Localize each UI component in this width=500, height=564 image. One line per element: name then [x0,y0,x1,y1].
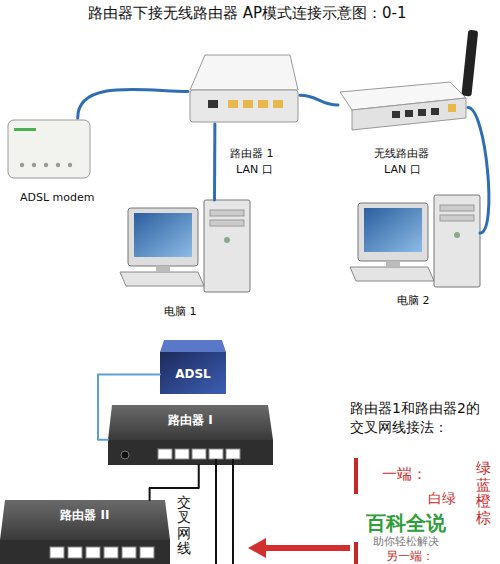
device-node: 电脑 1 [120,200,255,300]
lan-port [405,110,413,117]
device-node: ADSL modem [8,118,90,180]
device-label: 路由器 I [108,414,273,428]
port [86,547,100,558]
computer [350,195,480,287]
port [175,449,189,459]
power-jack [121,451,129,459]
pointer-arrow [262,545,350,551]
lan-port [431,108,439,115]
modem-led [56,163,60,167]
device-label: 电脑 2 [397,295,430,308]
network-cable [232,459,234,564]
wireless-router-front [352,98,466,130]
device-label: LAN 口 [236,164,273,177]
port [68,547,82,558]
modem-logo [14,128,36,131]
port [209,449,223,459]
note-text: 交叉网线接法： [350,419,448,435]
lan-port [228,100,238,108]
port [122,547,136,558]
modem-led [44,163,48,167]
port [140,547,154,558]
lan-port [392,111,400,118]
device-label: ADSL [160,368,226,382]
device-label: 电脑 1 [164,306,197,319]
modem-body [8,120,90,178]
device-label: ADSL modem [20,192,95,205]
note-text: 另一端： [386,550,434,563]
port [50,547,64,558]
cable-label: 交叉网线 [177,495,191,557]
router-front [190,90,298,122]
adsl-front [160,352,226,394]
lan-port [243,100,253,108]
device-node: ADSL [160,338,226,394]
red-bar [354,542,358,564]
wan-port [208,100,218,108]
note-text: 路由器1和路由器2的 [350,400,480,416]
device-node: 路由器 1LAN 口 [188,52,300,124]
adsl-top [160,340,226,352]
network-cable [215,459,217,564]
lan-port [258,100,268,108]
network-cable [300,95,338,105]
network-cable [468,108,489,234]
device-node: 电脑 2 [355,195,480,290]
antenna [461,30,478,97]
device-label: 路由器 II [0,509,170,523]
note-text: 白绿 [428,490,456,506]
note-text: 百科全说 [366,512,446,535]
note-text: 助你轻松解决 [373,536,439,549]
network-cable [98,374,160,439]
router-front [0,540,170,564]
network-cable [150,465,199,500]
modem-led [68,163,72,167]
red-bar [354,458,358,494]
router-top [190,55,298,90]
router-top [108,405,273,440]
device-label: 路由器 1 [230,148,274,161]
router-front [108,440,273,465]
network-cable [78,89,188,118]
modem-led [32,163,36,167]
arrow-head [248,538,266,558]
diagram-title: 路由器下接无线路由器 AP模式连接示意图：0-1 [88,5,407,22]
note-text: 绿蓝橙棕 [476,460,491,526]
port [158,449,172,459]
network-cable [213,124,216,200]
port [226,449,240,459]
device-node: 路由器 II [0,500,170,564]
lan-port [418,109,426,116]
port [192,449,206,459]
wan-port [448,104,456,112]
modem-led [20,163,24,167]
note-text: 一端： [382,466,427,483]
device-node: 无线路由器LAN 口 [338,80,468,130]
device-label: LAN 口 [384,164,421,177]
lan-port [273,100,283,108]
device-label: 无线路由器 [374,148,429,161]
device-node: 路由器 I [108,405,273,465]
computer [120,200,250,292]
router-top [0,500,170,540]
port [104,547,118,558]
